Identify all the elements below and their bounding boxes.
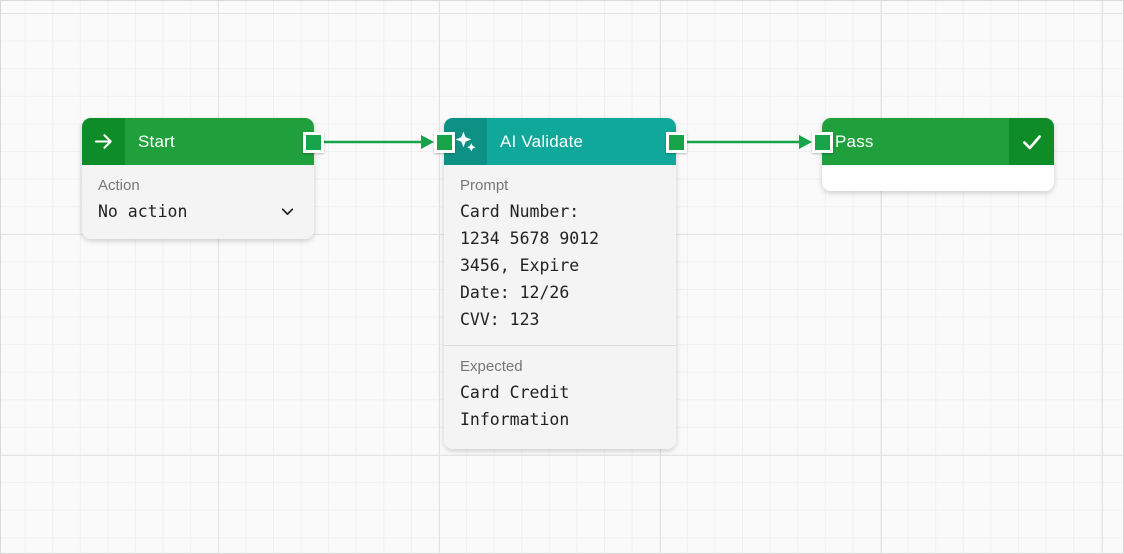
action-dropdown[interactable]: No action — [98, 198, 298, 225]
node-ai-validate-body: Prompt Card Number: 1234 5678 9012 3456,… — [444, 165, 676, 449]
expected-label: Expected — [460, 358, 523, 375]
handle-ai-validate-target[interactable] — [434, 132, 455, 153]
action-label: Action — [98, 177, 140, 194]
edge-ai-validate-to-pass[interactable] — [685, 135, 812, 149]
node-start-title: Start — [138, 131, 175, 151]
prompt-section: Prompt Card Number: 1234 5678 9012 3456,… — [444, 165, 676, 345]
handle-pass-target[interactable] — [812, 132, 833, 153]
expected-section: Expected Card Credit Information — [444, 346, 676, 449]
node-start-header[interactable]: Start — [82, 118, 314, 165]
section-divider — [444, 345, 676, 346]
node-start[interactable]: Start Action No action — [82, 118, 314, 239]
check-icon — [1009, 118, 1054, 165]
chevron-down-icon — [277, 201, 298, 222]
handle-start-source[interactable] — [303, 132, 324, 153]
node-ai-validate-title: AI Validate — [500, 131, 584, 151]
handle-ai-validate-source[interactable] — [666, 132, 687, 153]
node-pass-title: Pass — [835, 131, 874, 151]
node-pass[interactable]: Pass — [822, 118, 1054, 191]
prompt-label: Prompt — [460, 177, 509, 194]
prompt-value[interactable]: Card Number: 1234 5678 9012 3456, Expire… — [460, 202, 600, 329]
expected-value[interactable]: Card Credit Information — [460, 383, 570, 429]
edge-start-to-ai-validate[interactable] — [323, 135, 434, 149]
node-pass-header[interactable]: Pass — [822, 118, 1054, 165]
node-start-body: Action No action — [82, 165, 314, 239]
node-pass-body — [822, 165, 1054, 191]
arrow-right-icon — [82, 118, 125, 165]
node-ai-validate[interactable]: AI Validate Prompt Card Number: 1234 567… — [444, 118, 676, 449]
action-dropdown-value: No action — [98, 202, 188, 221]
node-ai-validate-header[interactable]: AI Validate — [444, 118, 676, 165]
